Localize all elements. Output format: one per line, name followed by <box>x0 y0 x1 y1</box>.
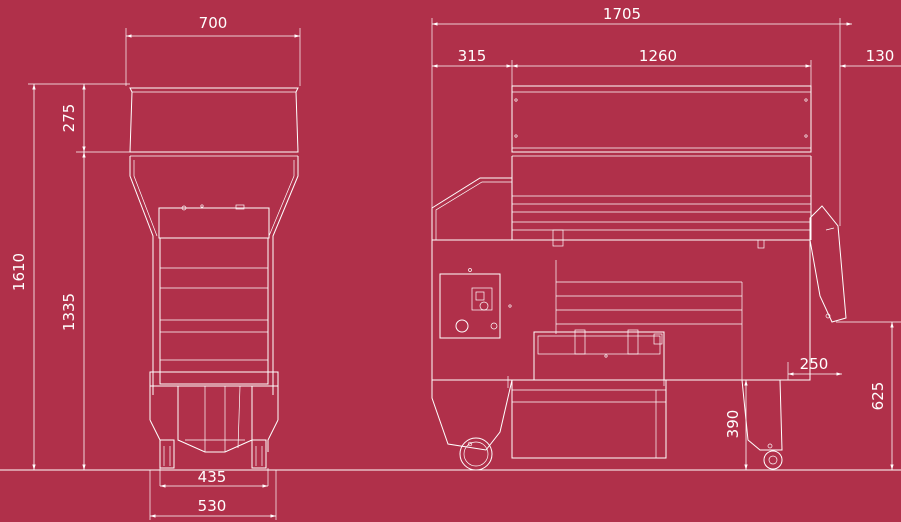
side-view <box>431 85 847 471</box>
latch-left <box>552 229 564 247</box>
dim-overall-height: 1610 <box>10 253 28 291</box>
dim-side-right-offset: 130 <box>866 47 895 65</box>
side-rear-caster <box>763 450 783 470</box>
side-discharge-chute <box>809 205 847 323</box>
dim-side-tray-height: 390 <box>724 410 742 439</box>
dim-front-hopper-height: 275 <box>60 104 78 133</box>
control-panel <box>439 268 512 339</box>
dim-side-chute-depth: 250 <box>800 355 829 373</box>
front-left-caster <box>159 439 175 469</box>
front-tray <box>177 386 253 453</box>
side-hopper <box>511 85 812 153</box>
side-motor-cover <box>431 177 512 240</box>
side-dimensions <box>431 18 901 470</box>
front-view <box>129 87 299 469</box>
dim-front-body-height: 1335 <box>60 293 78 331</box>
front-dimensions <box>28 28 301 520</box>
dim-side-hopper-length: 1260 <box>639 47 677 65</box>
front-body <box>159 237 269 385</box>
dim-side-left-offset: 315 <box>458 47 487 65</box>
latch-right <box>757 239 765 249</box>
dim-front-base-width: 530 <box>198 497 227 515</box>
front-upper-cabinet <box>158 207 270 239</box>
dim-front-top-width: 700 <box>199 14 228 32</box>
front-right-caster <box>251 439 267 469</box>
side-front-wheel <box>459 437 493 471</box>
side-front-leg <box>431 379 513 451</box>
side-rear-leg <box>741 379 783 451</box>
dim-front-inner-width: 435 <box>198 468 227 486</box>
side-tray <box>507 329 667 459</box>
dim-side-total-length: 1705 <box>603 5 641 23</box>
dim-side-chute-height: 625 <box>869 382 887 411</box>
front-frame <box>149 371 279 387</box>
front-hopper <box>129 87 299 153</box>
